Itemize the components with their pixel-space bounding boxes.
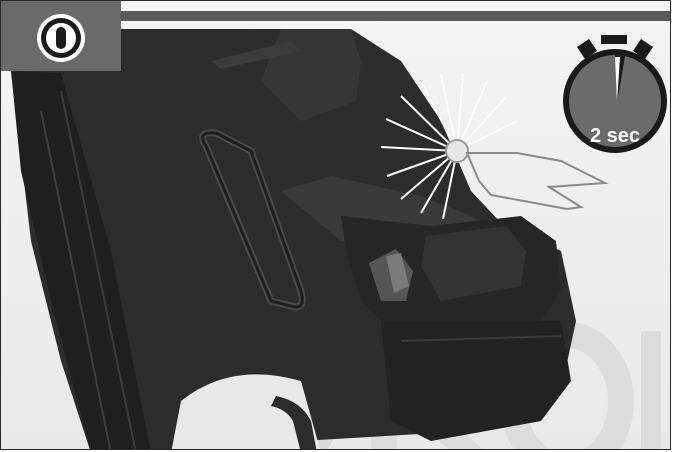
power-icon-panel xyxy=(1,1,121,71)
duration-label: 2 sec xyxy=(561,125,669,148)
device-power-button xyxy=(446,140,468,162)
press-arrow-icon xyxy=(467,153,605,209)
power-button-icon xyxy=(1,1,121,71)
duration-timer: 2 sec xyxy=(561,33,669,157)
header-bar xyxy=(119,11,670,21)
